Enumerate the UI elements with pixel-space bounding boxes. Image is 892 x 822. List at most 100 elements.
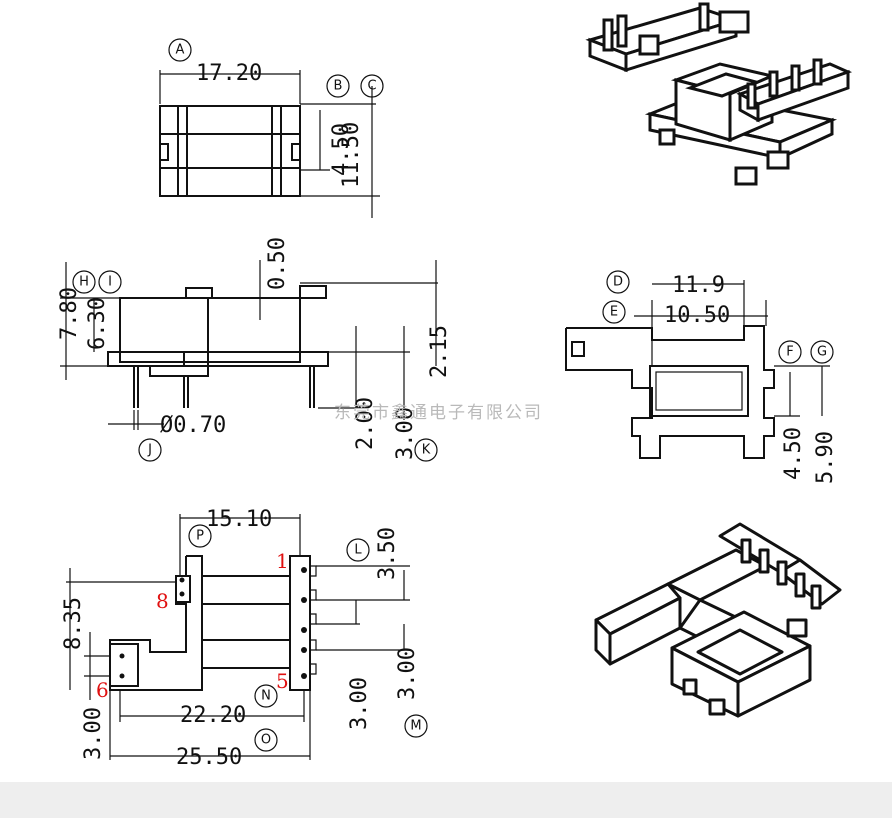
dim-e: 10.50 bbox=[664, 303, 730, 328]
label-i: I bbox=[108, 275, 112, 290]
iso-bottom-pin bbox=[758, 548, 770, 574]
side-view-foot bbox=[149, 365, 209, 377]
iso-top-pin bbox=[698, 2, 710, 32]
bottom-view-pin-rail bbox=[289, 555, 311, 691]
label-j-circle bbox=[138, 438, 162, 462]
pin-number-8: 8 bbox=[156, 589, 169, 613]
label-d-circle bbox=[606, 270, 630, 294]
bottom-view-pin-block bbox=[175, 575, 191, 603]
iso-top-foot bbox=[658, 128, 676, 146]
bottom-view-pin-block bbox=[109, 643, 139, 687]
label-n-circle bbox=[254, 684, 278, 708]
iso-top-foot bbox=[766, 150, 790, 170]
bottom-band bbox=[0, 782, 892, 818]
iso-top-pin bbox=[812, 58, 823, 86]
label-m: M bbox=[410, 719, 421, 734]
label-h: H bbox=[79, 275, 89, 290]
dim-k: 3.00 bbox=[393, 407, 418, 460]
dim-c: 11.50 bbox=[339, 122, 364, 188]
label-i-circle bbox=[98, 270, 122, 294]
top-view: A 17.20 B C 4.50 11.50 bbox=[159, 38, 384, 218]
end-view-slot bbox=[571, 341, 585, 357]
dim-i: 6.30 bbox=[85, 297, 110, 350]
iso-bottom-bobbin-side bbox=[736, 644, 812, 718]
iso-top-pin bbox=[768, 70, 779, 98]
side-view: H I J K 7.80 6.30 0.50 2.15 2.00 3.00 Ø0… bbox=[57, 237, 452, 462]
pin-number-1: 1 bbox=[276, 549, 289, 573]
label-h-circle bbox=[72, 270, 96, 294]
dim-h: 7.80 bbox=[57, 287, 82, 340]
label-l-circle bbox=[346, 538, 370, 562]
iso-bottom-pin bbox=[776, 560, 788, 586]
iso-bottom-pin bbox=[810, 584, 822, 610]
dim-left: 3.00 bbox=[81, 707, 106, 760]
label-g: G bbox=[817, 345, 827, 360]
side-view-tab bbox=[185, 287, 213, 299]
pin-number-5: 5 bbox=[276, 669, 289, 693]
dim-n: 22.20 bbox=[180, 703, 246, 728]
pin-number-6: 6 bbox=[96, 678, 109, 702]
dim-b: 4.50 bbox=[329, 123, 354, 176]
dim-pin-len: 2.00 bbox=[353, 397, 378, 450]
dim-j: Ø0.70 bbox=[160, 413, 226, 438]
iso-bottom-foot bbox=[708, 698, 726, 716]
end-view: D E F G 11.9 10.50 4.50 5.90 bbox=[565, 270, 838, 484]
iso-top-pin bbox=[790, 64, 801, 92]
label-d: D bbox=[613, 275, 623, 290]
top-view-notch bbox=[291, 143, 301, 161]
label-b-circle bbox=[326, 74, 350, 98]
label-o-circle bbox=[254, 728, 278, 752]
iso-bottom-pin-rail-end bbox=[778, 558, 842, 606]
label-o: O bbox=[261, 733, 271, 748]
end-view-window bbox=[649, 365, 749, 417]
iso-top-bobbin-window bbox=[685, 72, 761, 98]
label-e: E bbox=[610, 305, 618, 320]
iso-top-tab bbox=[638, 34, 660, 56]
label-l: L bbox=[354, 543, 362, 558]
top-view-notch bbox=[159, 143, 169, 161]
dim-top: 0.50 bbox=[265, 237, 290, 290]
label-b: B bbox=[334, 79, 343, 94]
label-p-circle bbox=[188, 524, 212, 548]
bottom-view-core bbox=[201, 575, 291, 669]
label-p: P bbox=[196, 529, 204, 544]
dim-835: 8.35 bbox=[61, 597, 86, 650]
label-n: N bbox=[261, 689, 271, 704]
end-view-outline bbox=[565, 325, 775, 459]
dim-a: 17.20 bbox=[196, 61, 262, 86]
label-a-circle bbox=[168, 38, 192, 62]
dim-d: 11.9 bbox=[672, 273, 725, 298]
label-k: K bbox=[422, 443, 431, 458]
dim-f: 4.50 bbox=[781, 427, 806, 480]
isometric-view-top bbox=[585, 2, 853, 186]
label-m-circle bbox=[404, 714, 428, 738]
dim-l: 3.50 bbox=[375, 527, 400, 580]
dim-g: 5.90 bbox=[813, 431, 838, 484]
watermark: 东莞市鑫通电子有限公司 bbox=[334, 403, 543, 423]
iso-top-foot bbox=[734, 166, 758, 186]
iso-bottom-pin bbox=[794, 572, 806, 598]
iso-top-tab bbox=[718, 10, 750, 34]
label-c: C bbox=[367, 79, 376, 94]
label-j: J bbox=[147, 443, 152, 458]
top-view-outline bbox=[159, 105, 301, 197]
iso-top-pin bbox=[746, 82, 757, 110]
side-view-tab bbox=[299, 285, 327, 299]
iso-bottom-pin bbox=[740, 538, 752, 564]
isometric-view-bottom bbox=[594, 522, 842, 718]
iso-top-pin bbox=[616, 14, 628, 48]
dim-m2: 3.00 bbox=[395, 647, 420, 700]
dim-p: 15.10 bbox=[206, 507, 272, 532]
dim-o: 25.50 bbox=[176, 745, 242, 770]
label-k-circle bbox=[414, 438, 438, 462]
iso-bottom-bobbin-window bbox=[696, 628, 784, 676]
end-view-window-inner bbox=[655, 371, 743, 411]
label-c-circle bbox=[360, 74, 384, 98]
iso-bottom-foot bbox=[786, 618, 808, 638]
side-view-flange bbox=[107, 351, 329, 367]
dim-right: 2.15 bbox=[427, 325, 452, 378]
label-a: A bbox=[176, 43, 185, 58]
bottom-view: P L N O M 15.10 3.50 8.35 3.00 3.00 3.00… bbox=[61, 507, 428, 770]
